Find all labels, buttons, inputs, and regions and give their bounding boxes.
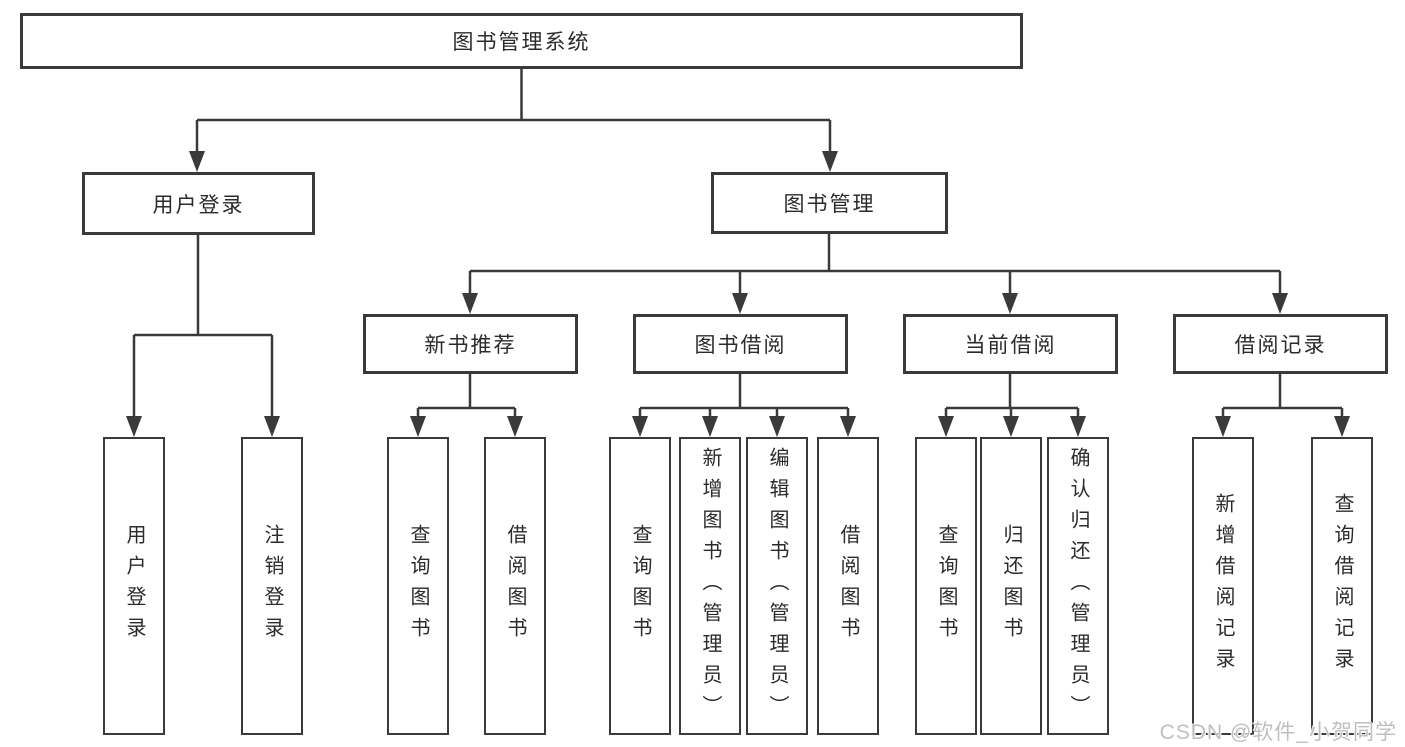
leaf-logout: 注销登录 <box>241 437 303 735</box>
node-book-borrowing-label: 图书借阅 <box>694 334 787 357</box>
node-borrowing-records-label: 借阅记录 <box>1234 334 1327 357</box>
leaf-return-book-label: 归还图书 <box>1000 524 1022 648</box>
node-new-book-recommend: 新书推荐 <box>363 314 578 374</box>
leaf-add-book-admin: 新增图书（管理员） <box>679 437 741 735</box>
leaf-add-book-admin-label: 新增图书（管理员） <box>699 446 721 726</box>
node-current-borrowing-label: 当前借阅 <box>964 334 1057 357</box>
leaf-add-borrow-record-label: 新增借阅记录 <box>1212 493 1234 679</box>
csdn-watermark: CSDN @软件_小贺同学 <box>1159 721 1397 744</box>
leaf-logout-label: 注销登录 <box>261 524 283 648</box>
leaf-query-books-borrowing-label: 查询图书 <box>629 524 651 648</box>
leaf-confirm-return-admin: 确认归还（管理员） <box>1047 437 1109 735</box>
leaf-query-books-recommend-label: 查询图书 <box>407 524 429 648</box>
leaf-user-login-label: 用户登录 <box>123 524 145 648</box>
leaf-add-borrow-record: 新增借阅记录 <box>1192 437 1254 735</box>
leaf-query-books-current-label: 查询图书 <box>935 524 957 648</box>
leaf-borrow-books-recommend-label: 借阅图书 <box>504 524 526 648</box>
leaf-confirm-return-admin-label: 确认归还（管理员） <box>1067 446 1089 726</box>
node-borrowing-records: 借阅记录 <box>1173 314 1388 374</box>
leaf-query-books-recommend: 查询图书 <box>387 437 449 735</box>
leaf-edit-book-admin: 编辑图书（管理员） <box>746 437 808 735</box>
node-root: 图书管理系统 <box>20 13 1023 69</box>
leaf-query-books-current: 查询图书 <box>915 437 977 735</box>
node-current-borrowing: 当前借阅 <box>903 314 1118 374</box>
leaf-query-books-borrowing: 查询图书 <box>609 437 671 735</box>
node-user-login: 用户登录 <box>82 172 315 235</box>
node-book-management-label: 图书管理 <box>783 193 876 216</box>
leaf-user-login: 用户登录 <box>103 437 165 735</box>
leaf-borrow-books-recommend: 借阅图书 <box>484 437 546 735</box>
leaf-borrow-books-borrowing-label: 借阅图书 <box>837 524 859 648</box>
node-root-label: 图书管理系统 <box>452 31 591 54</box>
leaf-edit-book-admin-label: 编辑图书（管理员） <box>766 446 788 726</box>
node-book-management: 图书管理 <box>711 172 948 234</box>
leaf-query-borrow-record-label: 查询借阅记录 <box>1331 493 1353 679</box>
leaf-borrow-books-borrowing: 借阅图书 <box>817 437 879 735</box>
node-user-login-label: 用户登录 <box>152 193 245 217</box>
leaf-query-borrow-record: 查询借阅记录 <box>1311 437 1373 735</box>
leaf-return-book: 归还图书 <box>980 437 1042 735</box>
node-book-borrowing: 图书借阅 <box>633 314 848 374</box>
node-new-book-recommend-label: 新书推荐 <box>424 334 517 357</box>
